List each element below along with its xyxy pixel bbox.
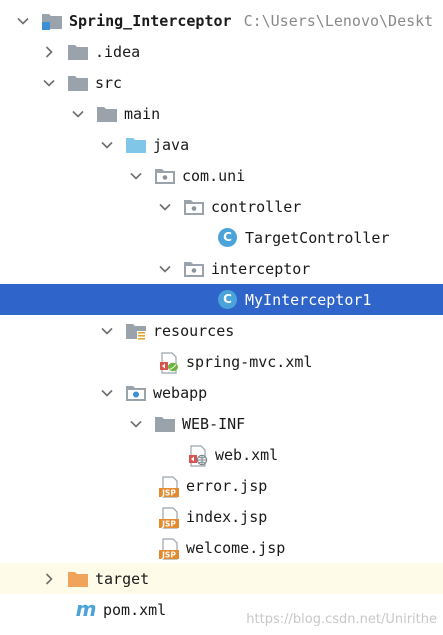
file-label: web.xml xyxy=(215,445,279,464)
tree-row-com-uni[interactable]: com.uni xyxy=(0,160,443,191)
chevron-right-icon[interactable] xyxy=(42,45,56,59)
folder-icon xyxy=(67,73,89,93)
chevron-down-icon[interactable] xyxy=(100,324,114,338)
class-label: TargetController xyxy=(245,228,390,247)
svg-text:JSP: JSP xyxy=(161,550,176,559)
tree-row-controller[interactable]: controller xyxy=(0,191,443,222)
svg-text:JSP: JSP xyxy=(161,488,176,497)
folder-icon xyxy=(67,42,89,62)
chevron-down-icon[interactable] xyxy=(158,200,172,214)
package-icon xyxy=(183,197,205,217)
project-path: C:\Users\Lenovo\Deskt xyxy=(243,11,434,30)
jsp-icon: JSP xyxy=(158,475,180,498)
folder-icon xyxy=(96,104,118,124)
folder-label: webapp xyxy=(153,383,208,402)
chevron-down-icon[interactable] xyxy=(129,169,143,183)
tree-row-pom[interactable]: m pom.xml xyxy=(0,594,443,625)
tree-row-web-inf[interactable]: WEB-INF xyxy=(0,408,443,439)
watermark: https://blog.csdn.net/Unirithe xyxy=(246,612,437,627)
module-folder-icon xyxy=(41,11,63,31)
project-name: Spring_Interceptor xyxy=(69,11,232,30)
chevron-down-icon[interactable] xyxy=(71,107,85,121)
folder-label: WEB-INF xyxy=(182,414,246,433)
tree-row-src[interactable]: src xyxy=(0,67,443,98)
chevron-down-icon[interactable] xyxy=(100,138,114,152)
chevron-down-icon[interactable] xyxy=(16,14,30,28)
folder-label: target xyxy=(95,569,150,588)
package-label: com.uni xyxy=(182,166,246,185)
folder-label: src xyxy=(95,73,123,92)
tree-row-web-xml[interactable]: web.xml xyxy=(0,439,443,470)
folder-label: resources xyxy=(153,321,235,340)
tree-row-main[interactable]: main xyxy=(0,98,443,129)
class-label: MyInterceptor1 xyxy=(245,290,372,309)
jsp-icon: JSP xyxy=(158,537,180,560)
excluded-folder-icon xyxy=(67,569,89,589)
chevron-down-icon[interactable] xyxy=(158,262,172,276)
source-folder-icon xyxy=(125,135,147,155)
chevron-down-icon[interactable] xyxy=(129,417,143,431)
web-xml-icon xyxy=(187,444,209,467)
package-icon xyxy=(154,166,176,186)
tree-row-my-interceptor[interactable]: C MyInterceptor1 xyxy=(0,284,443,315)
file-label: spring-mvc.xml xyxy=(186,352,313,371)
folder-label: main xyxy=(124,104,161,123)
tree-row-interceptor[interactable]: interceptor xyxy=(0,253,443,284)
svg-text:JSP: JSP xyxy=(161,519,176,528)
tree-row-error-jsp[interactable]: JSP error.jsp xyxy=(0,470,443,501)
tree-row-target[interactable]: target xyxy=(0,563,443,594)
package-icon xyxy=(183,259,205,279)
tree-row-idea[interactable]: .idea xyxy=(0,36,443,67)
chevron-right-icon[interactable] xyxy=(42,572,56,586)
class-icon: C xyxy=(217,227,239,248)
tree-row-welcome-jsp[interactable]: JSP welcome.jsp xyxy=(0,532,443,563)
folder-icon xyxy=(154,414,176,434)
tree-row-target-controller[interactable]: C TargetController xyxy=(0,222,443,253)
svg-text:m: m xyxy=(76,600,97,620)
file-label: index.jsp xyxy=(186,507,268,526)
tree-row-resources[interactable]: resources xyxy=(0,315,443,346)
web-folder-icon xyxy=(125,383,147,403)
tree-row-index-jsp[interactable]: JSP index.jsp xyxy=(0,501,443,532)
package-label: controller xyxy=(211,197,302,216)
file-label: error.jsp xyxy=(186,476,268,495)
resources-folder-icon xyxy=(125,321,147,341)
tree-row-java[interactable]: java xyxy=(0,129,443,160)
file-label: welcome.jsp xyxy=(186,538,286,557)
tree-row-spring-mvc[interactable]: spring-mvc.xml xyxy=(0,346,443,377)
chevron-down-icon[interactable] xyxy=(100,386,114,400)
file-label: pom.xml xyxy=(103,600,167,619)
jsp-icon: JSP xyxy=(158,506,180,529)
folder-label: java xyxy=(153,135,190,154)
maven-icon: m xyxy=(75,600,97,620)
spring-xml-icon xyxy=(158,351,180,374)
class-icon: C xyxy=(217,289,239,310)
project-tree: Spring_Interceptor C:\Users\Lenovo\Deskt… xyxy=(0,5,443,625)
chevron-down-icon[interactable] xyxy=(42,76,56,90)
folder-label: .idea xyxy=(95,42,141,61)
package-label: interceptor xyxy=(211,259,311,278)
tree-row-project[interactable]: Spring_Interceptor C:\Users\Lenovo\Deskt xyxy=(0,5,443,36)
tree-row-webapp[interactable]: webapp xyxy=(0,377,443,408)
